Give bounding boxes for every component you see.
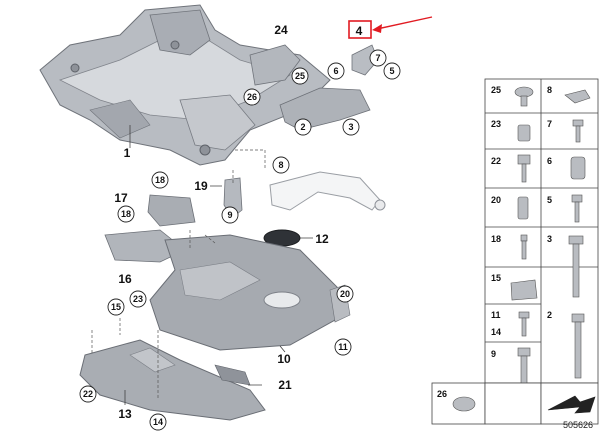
callout-1: 1	[124, 146, 131, 160]
callout-18-a: 18	[121, 209, 131, 219]
callout-2: 2	[300, 122, 305, 132]
callout-20: 20	[340, 289, 350, 299]
callout-23: 23	[133, 294, 143, 304]
panel-label-9: 9	[491, 349, 496, 359]
callout-12: 12	[315, 232, 329, 246]
highlight-box-4	[348, 20, 372, 39]
panel-label-20: 20	[491, 195, 501, 205]
callout-14: 14	[153, 417, 163, 427]
panel-label-15: 15	[491, 273, 501, 283]
guide-lines	[91, 149, 266, 400]
panel-label-5: 5	[547, 195, 552, 205]
panel-17	[147, 194, 196, 227]
callout-19: 19	[194, 179, 208, 193]
panel-label-14: 14	[491, 327, 501, 337]
callout-7: 7	[375, 53, 380, 63]
panel-label-26: 26	[437, 389, 447, 399]
bracket-24	[249, 44, 301, 86]
underbody-panel-10	[149, 234, 341, 351]
callout-11: 11	[338, 342, 348, 352]
callout-10: 10	[277, 352, 291, 366]
callout-4: 4	[356, 24, 363, 38]
callout-16: 16	[118, 272, 132, 286]
control-arm-8	[269, 171, 381, 211]
callout-6: 6	[333, 66, 338, 76]
callout-21: 21	[278, 378, 292, 392]
callout-8: 8	[278, 160, 283, 170]
panel-label-22: 22	[491, 156, 501, 166]
callout-26: 26	[247, 92, 257, 102]
circled-callouts	[79, 49, 401, 431]
callout-18-b: 18	[155, 175, 165, 185]
part-icons	[510, 86, 591, 411]
front-axle-carrier	[39, 4, 331, 166]
panel-label-6: 6	[547, 156, 552, 166]
leader-lines	[124, 125, 313, 405]
callout-24: 24	[274, 23, 288, 37]
reference-number: 505626	[563, 420, 593, 430]
panel-label-8: 8	[547, 85, 552, 95]
callout-22: 22	[83, 389, 93, 399]
callout-13: 13	[118, 407, 132, 421]
callout-17: 17	[114, 191, 128, 205]
highlight-arrow	[372, 16, 433, 33]
panel-label-3: 3	[547, 234, 552, 244]
callout-3: 3	[348, 122, 353, 132]
bottom-cells	[431, 382, 599, 425]
panel-label-7: 7	[547, 119, 552, 129]
callout-15: 15	[111, 302, 121, 312]
panel-label-11: 11	[491, 310, 501, 320]
callout-25: 25	[295, 71, 305, 81]
panel-label-25: 25	[491, 85, 501, 95]
panel-label-18: 18	[491, 234, 501, 244]
panel-label-23: 23	[491, 119, 501, 129]
callout-9: 9	[227, 210, 232, 220]
lower-shield-13	[79, 339, 266, 421]
bracket-4	[351, 44, 379, 76]
callout-5: 5	[389, 66, 394, 76]
panel-label-2: 2	[547, 310, 552, 320]
